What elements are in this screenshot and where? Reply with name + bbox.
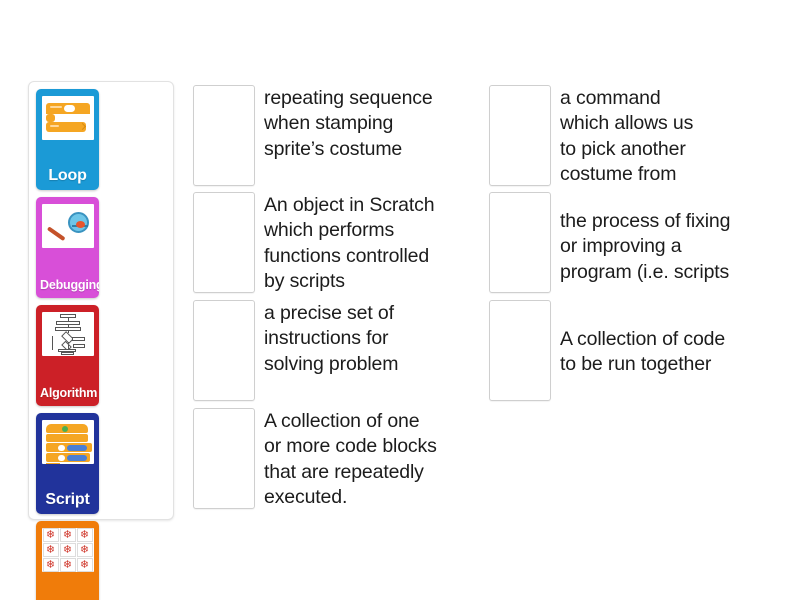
definition-right-1: a command which allows us to pick anothe… xyxy=(560,87,694,186)
magnifier-bug-icon xyxy=(41,204,94,248)
sprite-grid-icon: ❄ ❄ ❄ ❄ ❄ ❄ ❄ ❄ ❄ xyxy=(41,528,94,572)
loop-block-icon xyxy=(41,96,94,140)
dropzone-mid-3[interactable] xyxy=(193,300,255,401)
dropzone-mid-4[interactable] xyxy=(193,408,255,509)
tile-algorithm[interactable]: Algorithm xyxy=(36,305,99,406)
tile-debugging[interactable]: Debugging xyxy=(36,197,99,298)
definition-mid-3: a precise set of instructions for solvin… xyxy=(264,302,399,375)
tile-grid: Loop Debugging xyxy=(33,86,169,600)
script-blocks-icon xyxy=(41,420,94,464)
dropzone-right-1[interactable] xyxy=(489,85,551,186)
tile-loop[interactable]: Loop xyxy=(36,89,99,190)
match-row-mid-4: A collection of one or more code blocks … xyxy=(193,408,489,510)
tile-tray: Loop Debugging xyxy=(28,81,174,600)
match-row-mid-1: repeating sequence when stamping sprite’… xyxy=(193,85,489,186)
match-row-mid-3: a precise set of instructions for solvin… xyxy=(193,300,489,401)
match-row-mid-2: An object in Scratch which performs func… xyxy=(193,192,489,294)
match-row-right-2: the process of fixing or improving a pro… xyxy=(489,192,800,293)
dropzone-right-3[interactable] xyxy=(489,300,551,401)
tile-label-debugging: Debugging xyxy=(40,278,99,293)
definition-mid-2: An object in Scratch which performs func… xyxy=(264,194,435,293)
definition-right-3: A collection of code to be run together xyxy=(560,328,726,376)
dropzone-right-2[interactable] xyxy=(489,192,551,293)
tile-label-loop: Loop xyxy=(48,166,87,184)
definition-mid-4: A collection of one or more code blocks … xyxy=(264,410,437,509)
dropzone-mid-1[interactable] xyxy=(193,85,255,186)
definition-mid-1: repeating sequence when stamping sprite’… xyxy=(264,87,433,160)
definition-right-2: the process of fixing or improving a pro… xyxy=(560,210,731,283)
tile-label-algorithm: Algorithm xyxy=(40,386,98,401)
tile-sprite[interactable]: ❄ ❄ ❄ ❄ ❄ ❄ ❄ ❄ ❄ Sprite xyxy=(36,521,99,600)
flowchart-icon xyxy=(41,312,94,356)
match-row-right-1: a command which allows us to pick anothe… xyxy=(489,85,800,187)
dropzone-mid-2[interactable] xyxy=(193,192,255,293)
match-row-right-3: A collection of code to be run together xyxy=(489,300,800,401)
tile-script[interactable]: Script xyxy=(36,413,99,514)
tile-label-script: Script xyxy=(45,490,90,508)
